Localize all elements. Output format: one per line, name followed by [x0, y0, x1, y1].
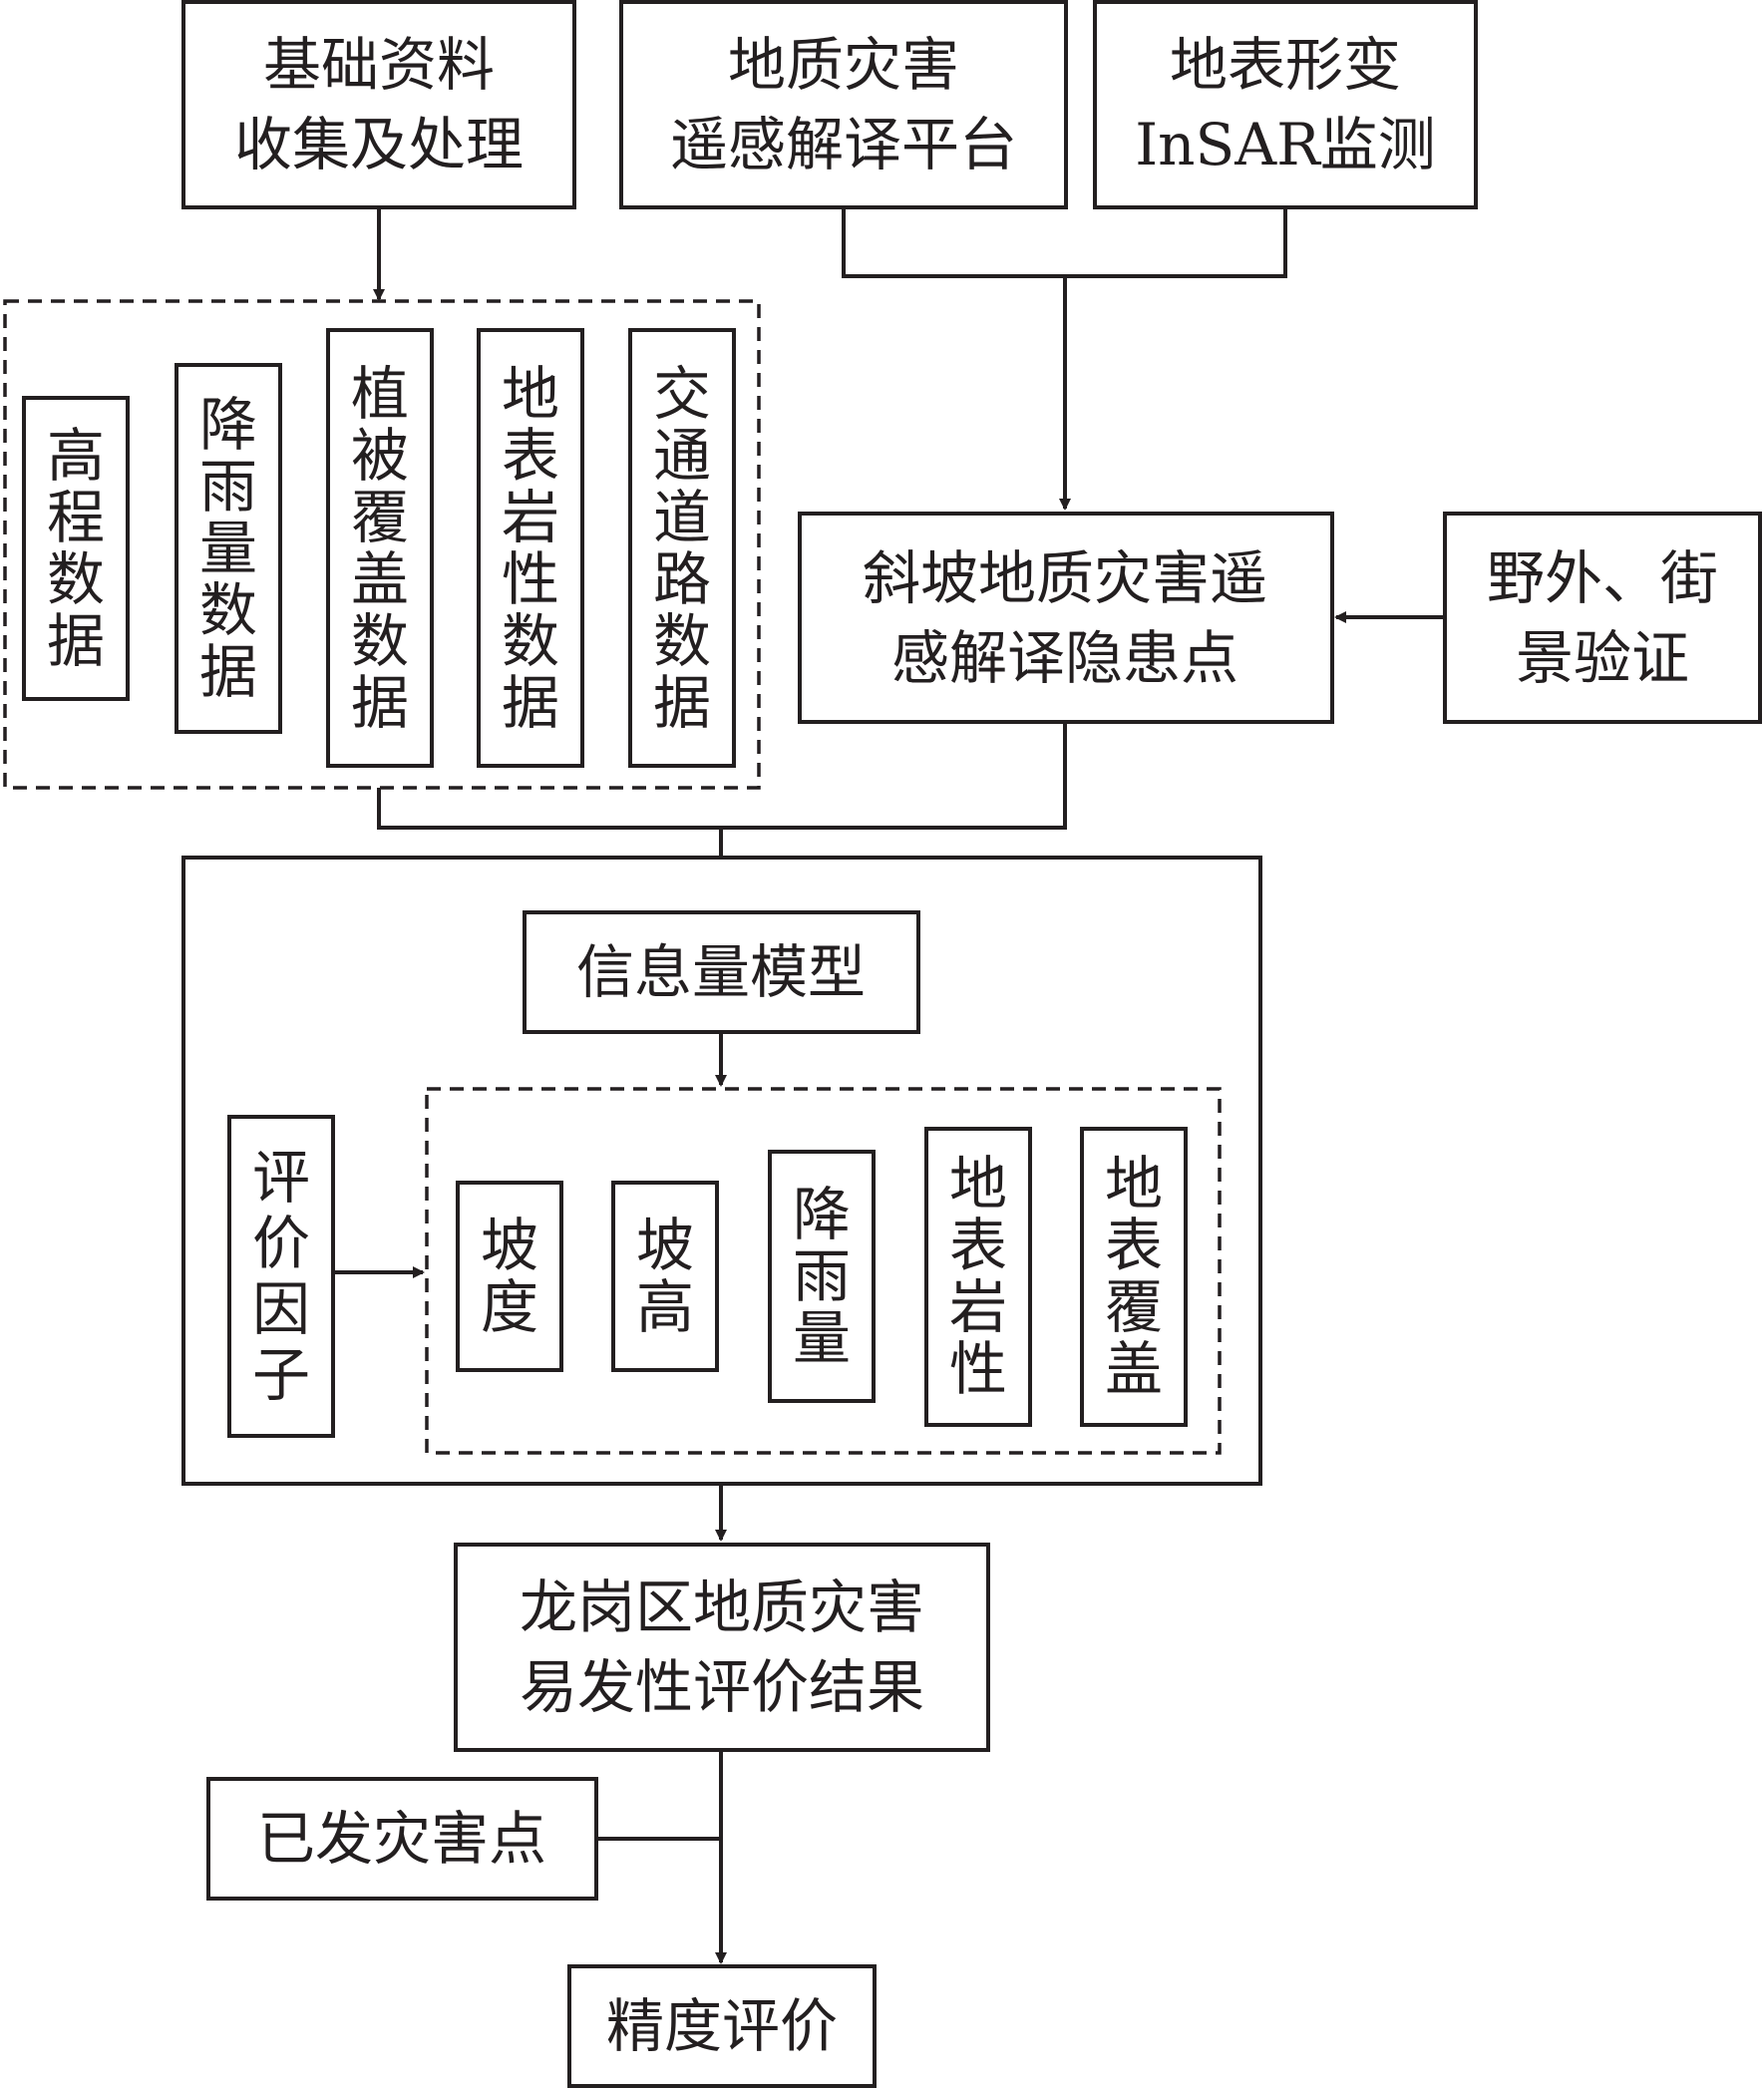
result-line1: 龙岗区地质灾害: [520, 1573, 924, 1641]
factor-slope: [456, 1181, 563, 1372]
eval-factor-label: 评价因子: [252, 1144, 310, 1409]
factor-cover: [1080, 1127, 1188, 1427]
accuracy-box: 精度评价: [567, 1964, 877, 2088]
factor-rainfall: [768, 1150, 876, 1403]
factor-lithology: [924, 1127, 1032, 1427]
result-line2: 易发性评价结果: [520, 1653, 924, 1721]
basic-data-line2: 收集及处理: [234, 111, 524, 178]
layer-roads-label: 交通道路数据: [653, 360, 711, 737]
layer-lithology: [477, 328, 584, 768]
remote-platform-box: 地质灾害 遥感解译平台: [619, 0, 1068, 209]
field-check-line1: 野外、街: [1487, 544, 1718, 612]
model-box: 信息量模型: [523, 910, 920, 1034]
model-label: 信息量模型: [576, 938, 866, 1006]
factors-group: [425, 1087, 1222, 1455]
known-points-box: 已发灾害点: [206, 1777, 598, 1901]
data-layers-group: [3, 299, 761, 790]
factor-cover-label: 地表覆盖: [1105, 1150, 1163, 1403]
hidden-points-box: 斜坡地质灾害遥 感解译隐患点: [798, 512, 1334, 724]
factor-height-label: 坡高: [636, 1212, 694, 1341]
insar-line1: 地表形变: [1170, 31, 1401, 99]
layer-elevation-label: 高程数据: [47, 422, 105, 675]
hidden-points-line1: 斜坡地质灾害遥: [863, 544, 1267, 612]
layer-rainfall: [175, 363, 282, 734]
factor-rainfall-label: 降雨量: [793, 1181, 851, 1372]
layer-roads: [628, 328, 736, 768]
remote-platform-line1: 地质灾害: [728, 31, 959, 99]
factor-height: [611, 1181, 719, 1372]
layer-vegetation-label: 植被覆盖数据: [351, 360, 409, 737]
connector-platform-insar: [842, 207, 1287, 278]
basic-data-line1: 基础资料: [263, 31, 495, 99]
basic-data-box: 基础资料 收集及处理: [181, 0, 576, 209]
hidden-points-line2: 感解译隐患点: [891, 624, 1238, 692]
insar-line2: InSAR监测: [1135, 111, 1436, 178]
field-check-box: 野外、街 景验证: [1443, 512, 1762, 724]
known-points-label: 已发灾害点: [257, 1805, 546, 1873]
factor-lithology-label: 地表岩性: [949, 1150, 1007, 1403]
data-layer-labels: 高程数据 降雨量数据 植被覆盖数据 地表岩性数据 交通道路数据: [47, 360, 711, 737]
layer-rainfall-label: 降雨量数据: [199, 391, 257, 706]
eval-factor-box: 评价因子: [227, 1115, 335, 1438]
result-box: 龙岗区地质灾害 易发性评价结果: [454, 1543, 990, 1752]
factor-slope-label: 坡度: [481, 1212, 538, 1341]
remote-platform-line2: 遥感解译平台: [670, 111, 1017, 178]
layer-elevation: [22, 396, 130, 701]
accuracy-label: 精度评价: [606, 1992, 838, 2060]
field-check-line2: 景验证: [1516, 624, 1689, 692]
layer-lithology-label: 地表岩性数据: [502, 360, 559, 737]
layer-vegetation: [326, 328, 434, 768]
insar-box: 地表形变 InSAR监测: [1093, 0, 1478, 209]
